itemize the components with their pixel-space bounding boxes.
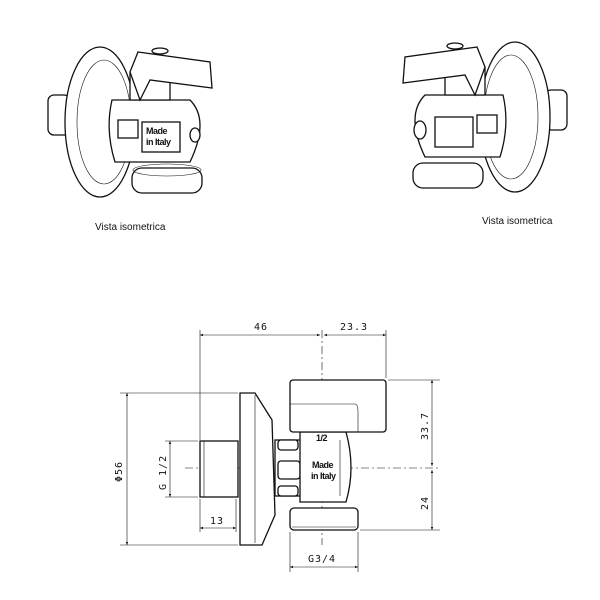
side-elevation: 1/2 Made in Italy bbox=[185, 330, 440, 546]
dim-g-3-4: G3/4 bbox=[308, 554, 336, 565]
isometric-view-right: Vista isometrica bbox=[402, 41, 568, 227]
svg-text:in Italy: in Italy bbox=[146, 137, 171, 147]
made-in-italy-text: Made bbox=[146, 126, 168, 136]
dim-33-7: 33.7 bbox=[420, 412, 431, 440]
dim-23-3: 23.3 bbox=[340, 322, 368, 333]
right-view-caption: Vista isometrica bbox=[482, 216, 553, 227]
svg-text:in Italy: in Italy bbox=[311, 471, 336, 481]
dim-diameter-56: Φ56 bbox=[114, 461, 125, 482]
size-marking: 1/2 bbox=[316, 433, 328, 443]
dim-24: 24 bbox=[420, 496, 431, 510]
dimensions: 46 23.3 33.7 24 Φ56 G 1/2 13 G3/4 bbox=[114, 322, 440, 572]
dim-13: 13 bbox=[210, 516, 224, 527]
svg-text:Made: Made bbox=[312, 460, 334, 470]
dim-46: 46 bbox=[254, 322, 268, 333]
isometric-view-left: Made in Italy Vista isometrica bbox=[47, 46, 213, 233]
dim-g-1-2: G 1/2 bbox=[158, 455, 169, 490]
left-view-caption: Vista isometrica bbox=[95, 222, 166, 233]
